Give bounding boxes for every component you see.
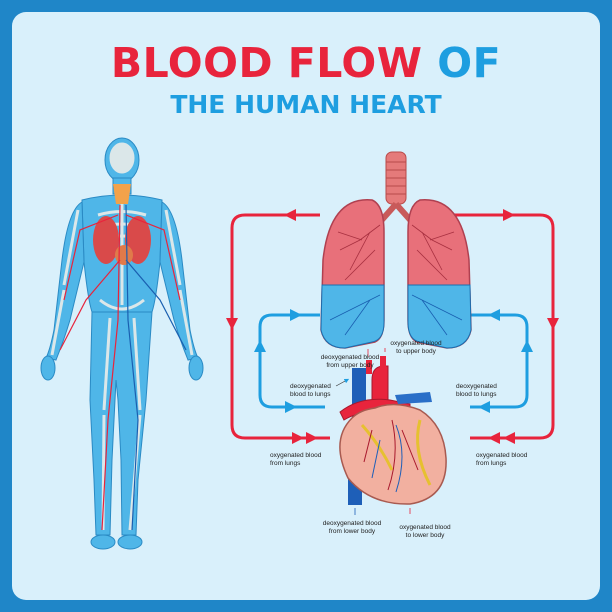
poster-title: BLOOD FLOW OF: [0, 40, 612, 86]
label-oxy-lower: oxygenated blood to lower body: [399, 524, 451, 539]
inner-blue-loop-right: [430, 313, 529, 409]
label-oxy-from-lungs-right: oxygenated blood from lungs: [476, 452, 528, 467]
lungs-illustration: [320, 151, 472, 349]
outer-red-loop-left: [230, 213, 330, 440]
poster-subtitle: THE HUMAN HEART: [170, 90, 442, 119]
label-deoxy-lungs-left: deoxygenated blood to lungs: [290, 383, 331, 398]
blue-arrows: [254, 309, 533, 413]
red-arrows: [226, 209, 559, 444]
title-red-part: BLOOD FLOW: [110, 39, 423, 87]
label-deoxy-lower: deoxygenated blood from lower body: [322, 520, 382, 535]
label-oxy-from-lungs-left: oxygenated blood from lungs: [270, 452, 322, 467]
title-blue-part: OF: [437, 39, 502, 87]
label-deoxy-upper: deoxygenated blood from upper body: [320, 354, 380, 369]
label-oxy-upper: oxygenated blood to upper body: [390, 340, 442, 355]
human-body-illustration: [40, 137, 204, 550]
label-deoxy-lungs-right: deoxygenated blood to lungs: [456, 383, 497, 398]
heart-illustration: [335, 348, 447, 515]
inner-blue-loop-left: [258, 313, 325, 409]
